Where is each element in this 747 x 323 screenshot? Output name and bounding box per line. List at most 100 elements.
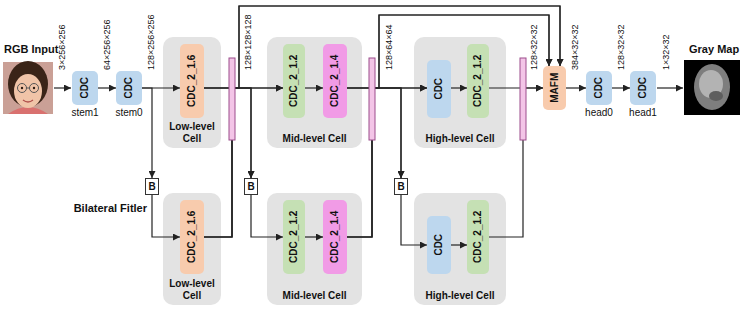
cell-label: Mid-level Cell — [283, 133, 347, 144]
conv-block: CDC_2_1.6 — [180, 200, 204, 274]
connector — [451, 87, 467, 88]
dimension-holder: 384×32×32 — [570, 24, 581, 70]
block-name: stem0 — [115, 107, 142, 118]
block-label: CDC — [433, 78, 445, 100]
filter-box: B — [145, 178, 159, 195]
connector — [204, 88, 251, 178]
dimension-label: 128×256×256 — [146, 14, 156, 70]
conv-block: CDC_2_1.2 — [467, 44, 489, 118]
cell-label-holder: Low-level Cell — [165, 278, 219, 301]
dimension-label: 384×32×32 — [570, 24, 580, 70]
block-name-holder: head0 — [564, 107, 634, 119]
cell-label: Low-level Cell — [169, 278, 215, 301]
conv-block: MAFM — [543, 66, 566, 110]
cell-group: High-level CellCDCCDC_2_1.2 — [414, 193, 506, 305]
dimension-label: 128×128×128 — [243, 14, 253, 70]
filter-box: B — [244, 178, 258, 195]
connector — [401, 195, 427, 245]
block-label: MAFM — [549, 73, 561, 103]
block-label: CDC — [79, 77, 91, 99]
cell-label-holder: Low-level Cell — [165, 121, 219, 144]
input-arrow — [54, 87, 71, 88]
conv-block: CDC_2_1.2 — [283, 44, 305, 118]
block-label: CDC_2_1.2 — [472, 211, 484, 263]
cell-label: Low-level Cell — [169, 121, 215, 144]
gray-map-image — [684, 60, 740, 115]
face — [14, 74, 42, 108]
cell-group: Low-level Cell CDC_2_1.6 — [163, 37, 221, 148]
dimension-label: 128×32×32 — [616, 24, 626, 70]
cell-background — [163, 37, 221, 148]
conv-block: CDChead0 — [586, 71, 612, 105]
connector — [566, 87, 586, 88]
dimension-holder: 3×256×256 — [57, 24, 68, 70]
dimension-label: 64×256×256 — [102, 19, 112, 70]
dimension-holder: 128×128×128 — [243, 14, 254, 70]
block-label: CDC — [593, 77, 605, 99]
conv-block: CDC_2_1.2 — [283, 200, 305, 274]
conv-block: CDChead1 — [630, 71, 656, 105]
cell-group: Mid-level CellCDC_2_1.2CDC_2_1.4 — [267, 37, 362, 148]
conv-block: CDCstem1 — [72, 71, 98, 105]
map-blob — [709, 91, 723, 101]
concat-bar — [229, 58, 235, 140]
mouth — [23, 100, 33, 102]
connector — [612, 87, 630, 88]
cell-label-holder: Mid-level Cell — [269, 133, 360, 145]
cell-backgrounds — [163, 37, 506, 305]
cell-background — [414, 193, 506, 305]
block-label: CDC — [637, 77, 649, 99]
connector — [204, 6, 560, 88]
label-holder: Gray Map — [689, 43, 739, 56]
cell-label: High-level Cell — [426, 133, 495, 144]
block-label: B — [247, 181, 254, 193]
eye — [33, 87, 35, 89]
output-arrow — [657, 87, 683, 88]
cell-background — [163, 193, 221, 305]
connector — [152, 195, 180, 237]
block-label: CDC_2_1.6 — [186, 55, 198, 107]
connector — [98, 87, 116, 88]
dimension-label: 128×64×64 — [384, 24, 394, 70]
conv-block: CDC_2_1.4 — [323, 200, 347, 274]
dimension-label: 1×32×32 — [661, 34, 671, 70]
block-name-holder: head1 — [608, 107, 678, 119]
block-name: head0 — [585, 107, 613, 118]
conv-block: CDCstem0 — [116, 71, 142, 105]
block-label: CDC_2_1.2 — [472, 55, 484, 107]
cell-group: Mid-level Cell CDC_2_1.2 CDC_2_1.4 — [267, 193, 362, 305]
connector — [204, 88, 283, 237]
dimension-holder: 128×64×64 — [384, 24, 395, 70]
photo-background — [3, 62, 53, 114]
connector — [142, 88, 152, 178]
concat-bar — [369, 58, 375, 140]
cell-background — [267, 37, 362, 148]
eye — [21, 87, 23, 89]
connector — [204, 6, 560, 237]
conv-block: CDC — [427, 216, 451, 274]
block-name-holder: stem0 — [94, 107, 164, 119]
block-name: head1 — [629, 107, 657, 118]
dimension-holder: 128×32×32 — [616, 24, 627, 70]
connector — [305, 87, 323, 88]
shoulders — [8, 107, 48, 114]
cell-background — [414, 37, 506, 148]
cell-label: Mid-level Cell — [283, 290, 347, 301]
map-blob — [694, 64, 730, 110]
caption-label: Gray Map — [689, 43, 739, 55]
concat-bar — [520, 58, 526, 140]
dimension-holder: 128×32×32 — [529, 24, 540, 70]
caption-label: RGB Input — [4, 43, 58, 55]
block-label: CDC_2_1.2 — [288, 55, 300, 107]
filter-box: B — [394, 178, 408, 195]
connector — [347, 15, 549, 237]
dimension-holder: 1×32×32 — [661, 34, 672, 70]
glasses-bridge — [27, 88, 30, 89]
conv-block: CDC_2_1.6 — [180, 44, 204, 118]
block-label: CDC — [123, 77, 135, 99]
conv-block: CDC_2_1.2 — [467, 200, 489, 274]
connector — [251, 195, 283, 237]
